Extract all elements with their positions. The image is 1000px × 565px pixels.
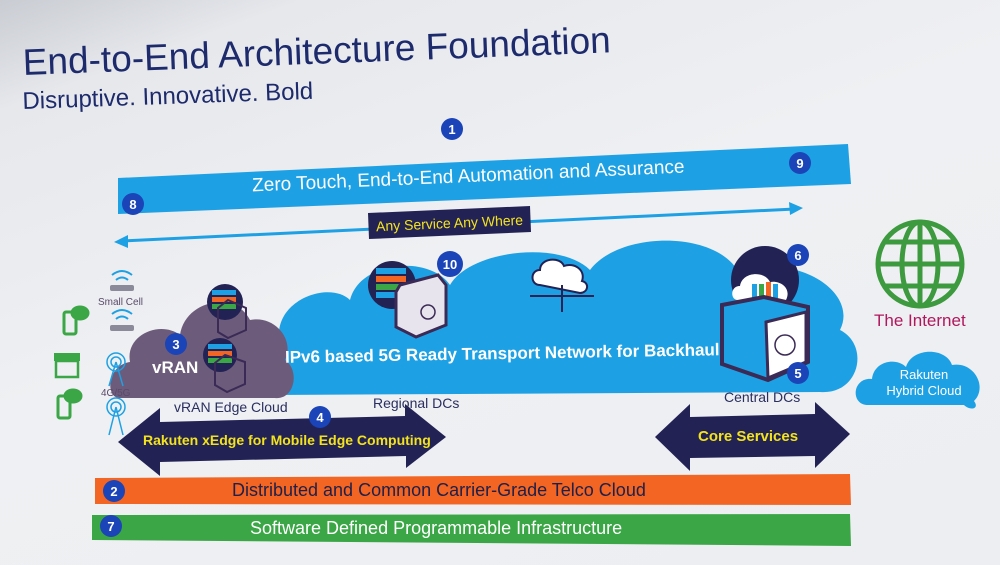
xedge-arrow — [118, 404, 446, 476]
vran-cloud — [110, 302, 294, 399]
hybrid-cloud-line1: Rakuten — [899, 367, 949, 382]
internet-label: The Internet — [874, 311, 966, 330]
badge-5: 5 — [787, 362, 809, 384]
server-icon-vran-top — [207, 284, 247, 340]
badge-7: 7 — [100, 515, 122, 537]
badge-1: 1 — [441, 118, 463, 140]
infra-bar — [92, 514, 851, 546]
badge-2: 2 — [103, 480, 125, 502]
badge-8: 8 — [122, 193, 144, 215]
badge-10: 10 — [437, 251, 463, 277]
badge-9: 9 — [789, 152, 811, 174]
phone-chat-icon-bottom — [56, 388, 83, 420]
any-service-box — [368, 206, 531, 239]
cell-tower-icon — [106, 352, 126, 436]
hybrid-cloud-label: Rakuten Hybrid Cloud — [868, 367, 980, 399]
infra-bar-label: Software Defined Programmable Infrastruc… — [250, 518, 623, 538]
cloud-transfer-icon — [530, 258, 594, 312]
phone-chat-icon-top — [62, 305, 90, 336]
server-icon-vran-bottom — [203, 338, 246, 394]
hybrid-cloud-line2: Hybrid Cloud — [886, 383, 962, 398]
core-services-label: Core Services — [698, 428, 799, 445]
telco-cloud-bar — [95, 474, 851, 505]
4g-5g-label: 4G/5G — [101, 388, 131, 399]
automation-bar — [118, 144, 851, 214]
vran-label: vRAN — [152, 358, 199, 377]
vran-edge-cloud-label: vRAN Edge Cloud — [174, 399, 288, 415]
telco-cloud-bar-label: Distributed and Common Carrier-Grade Tel… — [232, 480, 646, 500]
central-dcs-label: Central DCs — [724, 389, 801, 405]
small-cell-label: Small Cell — [98, 297, 144, 308]
central-dc-icon — [720, 246, 810, 383]
core-services-arrow — [655, 402, 850, 471]
store-icon — [54, 353, 80, 379]
badge-4: 4 — [309, 406, 331, 428]
globe-icon — [875, 219, 965, 309]
badge-6: 6 — [787, 244, 809, 266]
xedge-label: Rakuten xEdge for Mobile Edge Computing — [143, 432, 431, 448]
regional-dcs-label: Regional DCs — [373, 395, 460, 411]
server-icon-regional — [368, 261, 448, 339]
badge-3: 3 — [165, 333, 187, 355]
hybrid-cloud-shape — [855, 351, 980, 409]
small-cell-icon — [110, 270, 134, 331]
